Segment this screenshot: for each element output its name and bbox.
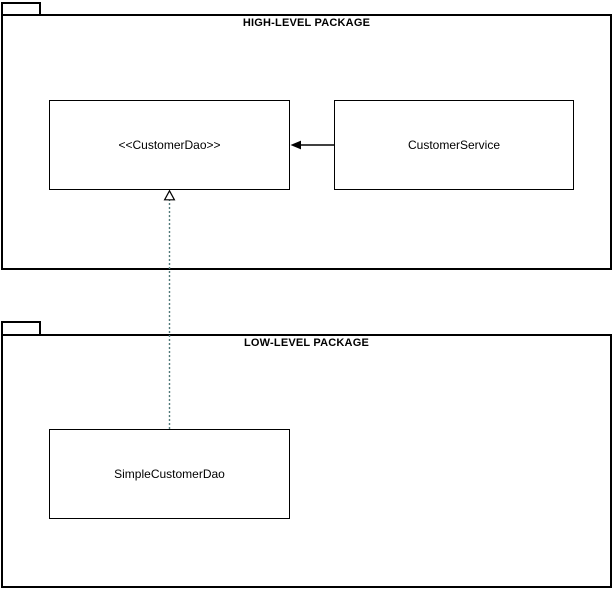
low-level-package [1, 334, 612, 588]
node-simple-customer-dao: SimpleCustomerDao [49, 429, 290, 519]
node-simple-customer-dao-label: SimpleCustomerDao [114, 467, 225, 481]
high-level-package-title: HIGH-LEVEL PACKAGE [242, 17, 371, 29]
low-level-package-title: LOW-LEVEL PACKAGE [244, 337, 369, 349]
node-customer-service-label: CustomerService [407, 138, 501, 152]
node-customer-service: CustomerService [334, 100, 574, 190]
node-customer-dao-label: <<CustomerDao>> [118, 138, 221, 152]
low-level-package-tab [1, 321, 41, 334]
node-customer-dao: <<CustomerDao>> [49, 100, 290, 190]
high-level-package-tab [1, 2, 41, 15]
